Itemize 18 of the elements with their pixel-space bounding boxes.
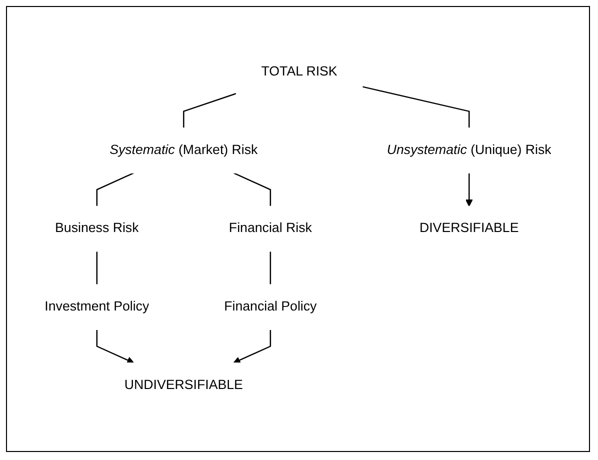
arrow [96,330,134,364]
arrow [233,330,272,364]
connector [96,251,98,285]
node-text: DIVERSIFIABLE [419,221,519,236]
node-text: Investment Policy [44,300,150,314]
node-text: Business Risk [55,221,139,236]
connector [96,172,134,206]
connector [270,251,272,285]
node-text: Financial Policy [224,300,317,314]
arrow [465,173,473,207]
node-text: Unsystematic (Unique) Risk [386,143,552,158]
node-text: Systematic (Market) Risk [110,143,258,158]
connector [233,172,272,206]
connector [362,86,470,128]
node-text: UNDIVERSIFIABLE [124,378,243,392]
node-text: Financial Risk [228,221,312,236]
connector [183,93,236,128]
node-text: TOTAL RISK [261,64,338,80]
